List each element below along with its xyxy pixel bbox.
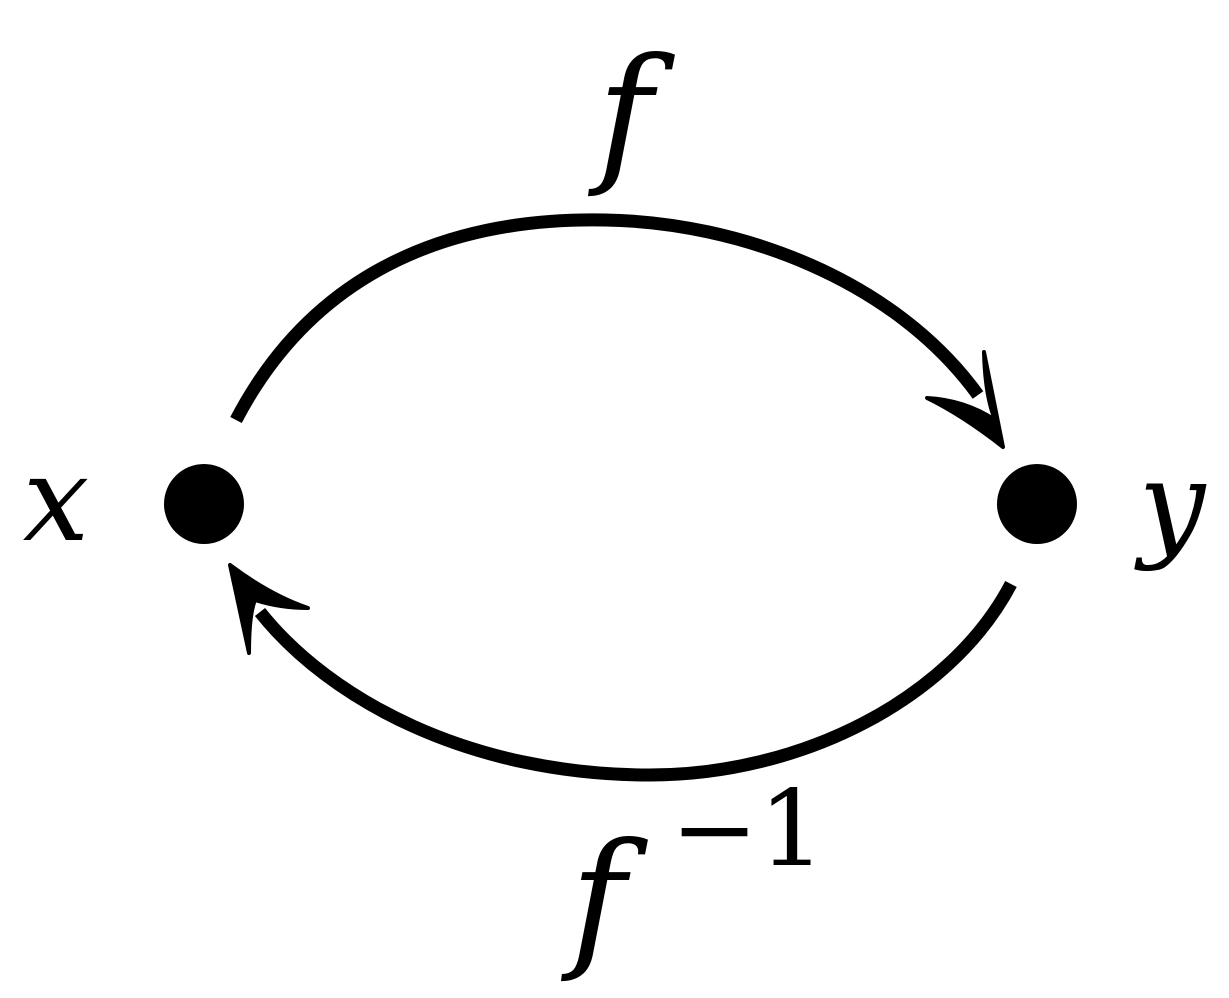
node-x-dot (164, 464, 244, 544)
node-y-dot (997, 464, 1077, 544)
node-x-label: x (23, 430, 90, 568)
arrow-f-head (925, 350, 1005, 449)
arrow-f-label: f (587, 27, 675, 201)
node-y-label: y (1134, 435, 1207, 573)
arrow-finv-curve (254, 580, 1017, 782)
arrow-finv-superscript: −1 (671, 768, 826, 890)
arrow-finv-head (228, 563, 310, 655)
arrow-f-curve (230, 213, 984, 424)
arrow-finv-label: f (560, 812, 648, 986)
